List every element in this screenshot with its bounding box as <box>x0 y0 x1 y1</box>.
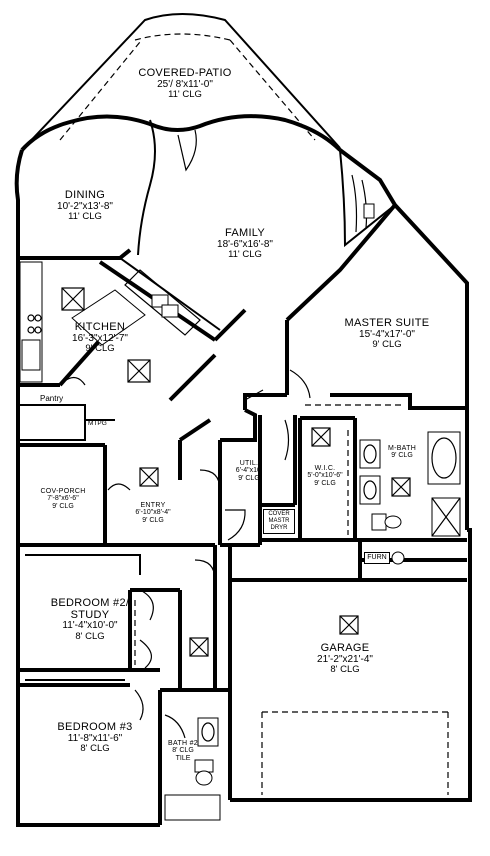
m-bath-label: M-BATH 9' CLG <box>382 445 422 460</box>
covered-patio-name: COVERED-PATIO <box>138 67 232 79</box>
entry-name: ENTRY <box>140 502 166 509</box>
m-bath-clg: 9' CLG <box>391 452 413 460</box>
door-swings <box>59 129 311 739</box>
cov-porch-dims: 7'-8"x6'-6" <box>47 495 79 503</box>
dining-dims: 10'-2"x13'-8" <box>57 200 113 212</box>
garage-dims: 21'-2"x21'-4" <box>317 653 373 665</box>
family-label: FAMILY 18'-6"x16'-8" 11' CLG <box>195 227 295 261</box>
bedroom3-clg: 8' CLG <box>80 743 110 755</box>
utility-label: UTIL. 6'-4"x10' 9' CLG <box>225 460 273 482</box>
dining-name: DINING <box>64 189 106 201</box>
entry-dims: 6'-10"x8'-4" <box>135 509 171 517</box>
covered-patio-label: COVERED-PATIO 25'/ 8'x11'-0" 11' CLG <box>130 67 240 101</box>
garage-label: GARAGE 21'-2"x21'-4" 8' CLG <box>290 642 400 676</box>
kitchen-dims: 16'-3"x12'-7" <box>72 332 128 344</box>
bedroom2-clg: 8' CLG <box>75 630 105 642</box>
utility-dims: 6'-4"x10' <box>235 467 263 475</box>
bedroom2-label: BEDROOM #2/ STUDY 11'-4"x10'-0" 8' CLG <box>35 597 145 642</box>
master-suite-dims: 15'-4"x17'-0" <box>359 328 415 340</box>
dining-clg: 11' CLG <box>68 211 102 223</box>
family-dims: 18'-6"x16'-8" <box>217 238 273 250</box>
master-suite-label: MASTER SUITE 15'-4"x17'-0" 9' CLG <box>332 317 442 351</box>
bath2-name: BATH #2 <box>168 740 198 747</box>
bedroom2-name2: STUDY <box>70 608 110 621</box>
bath2-label: BATH #2 8' CLG TILE <box>166 740 200 762</box>
cov-porch-name: COV-PORCH <box>40 488 86 495</box>
wic-dims: 5'-0"x10'-6" <box>307 472 343 480</box>
washer-dryer-label: COVER MASTR DRYR <box>263 509 295 534</box>
m-bath-name: M-BATH <box>387 445 417 452</box>
wic-name: W.I.C. <box>314 465 336 472</box>
dashed-lines <box>134 404 449 795</box>
cov-porch-label: COV-PORCH 7'-8"x6'-6" 9' CLG <box>28 488 98 510</box>
pantry-label: Pantry <box>40 394 64 403</box>
entry-label: ENTRY 6'-10"x8'-4" 9' CLG <box>122 502 184 524</box>
covered-patio-clg: 11' CLG <box>168 89 202 101</box>
garage-name: GARAGE <box>320 642 370 654</box>
kitchen-label: KITCHEN 16'-3"x12'-7" 9' CLG <box>50 321 150 355</box>
kitchen-fixtures <box>19 261 201 383</box>
covered-patio-dims: 25'/ 8'x11'-0" <box>157 78 213 90</box>
bedroom3-label: BEDROOM #3 11'-8"x11'-6" 8' CLG <box>40 721 150 755</box>
bath2-clg: 8' CLG <box>172 747 194 755</box>
kitchen-clg: 9' CLG <box>85 343 115 355</box>
wic-clg: 9' CLG <box>314 479 336 487</box>
bedroom3-dims: 11'-8"x11'-6" <box>67 732 123 744</box>
master-suite-name: MASTER SUITE <box>344 317 430 329</box>
dining-label: DINING 10'-2"x13'-8" 11' CLG <box>35 189 135 223</box>
ceiling-fixtures <box>61 287 411 657</box>
bath2-note: TILE <box>175 754 191 762</box>
utility-clg: 9' CLG <box>238 474 260 482</box>
mtpg-label: MTPG <box>88 420 107 427</box>
family-name: FAMILY <box>224 227 266 239</box>
furn-label: FURN <box>364 552 390 565</box>
wic-label: W.I.C. 5'-0"x10'-6" 9' CLG <box>300 465 350 487</box>
bedroom2-name: BEDROOM #2/ <box>50 597 130 609</box>
covered-patio-outline <box>21 13 341 151</box>
interior-walls <box>16 119 467 825</box>
family-clg: 11' CLG <box>228 249 262 261</box>
kitchen-name: KITCHEN <box>74 321 126 333</box>
bedroom2-dims: 11'-4"x10'-0" <box>62 620 118 632</box>
family-bay-window <box>339 149 396 248</box>
bedroom3-name: BEDROOM #3 <box>57 721 133 733</box>
master-suite-clg: 9' CLG <box>372 339 402 351</box>
bath-fixtures <box>164 431 461 821</box>
cov-porch-clg: 9' CLG <box>52 502 74 510</box>
garage-clg: 8' CLG <box>330 664 360 676</box>
utility-name: UTIL. <box>239 460 259 467</box>
entry-clg: 9' CLG <box>142 516 164 524</box>
